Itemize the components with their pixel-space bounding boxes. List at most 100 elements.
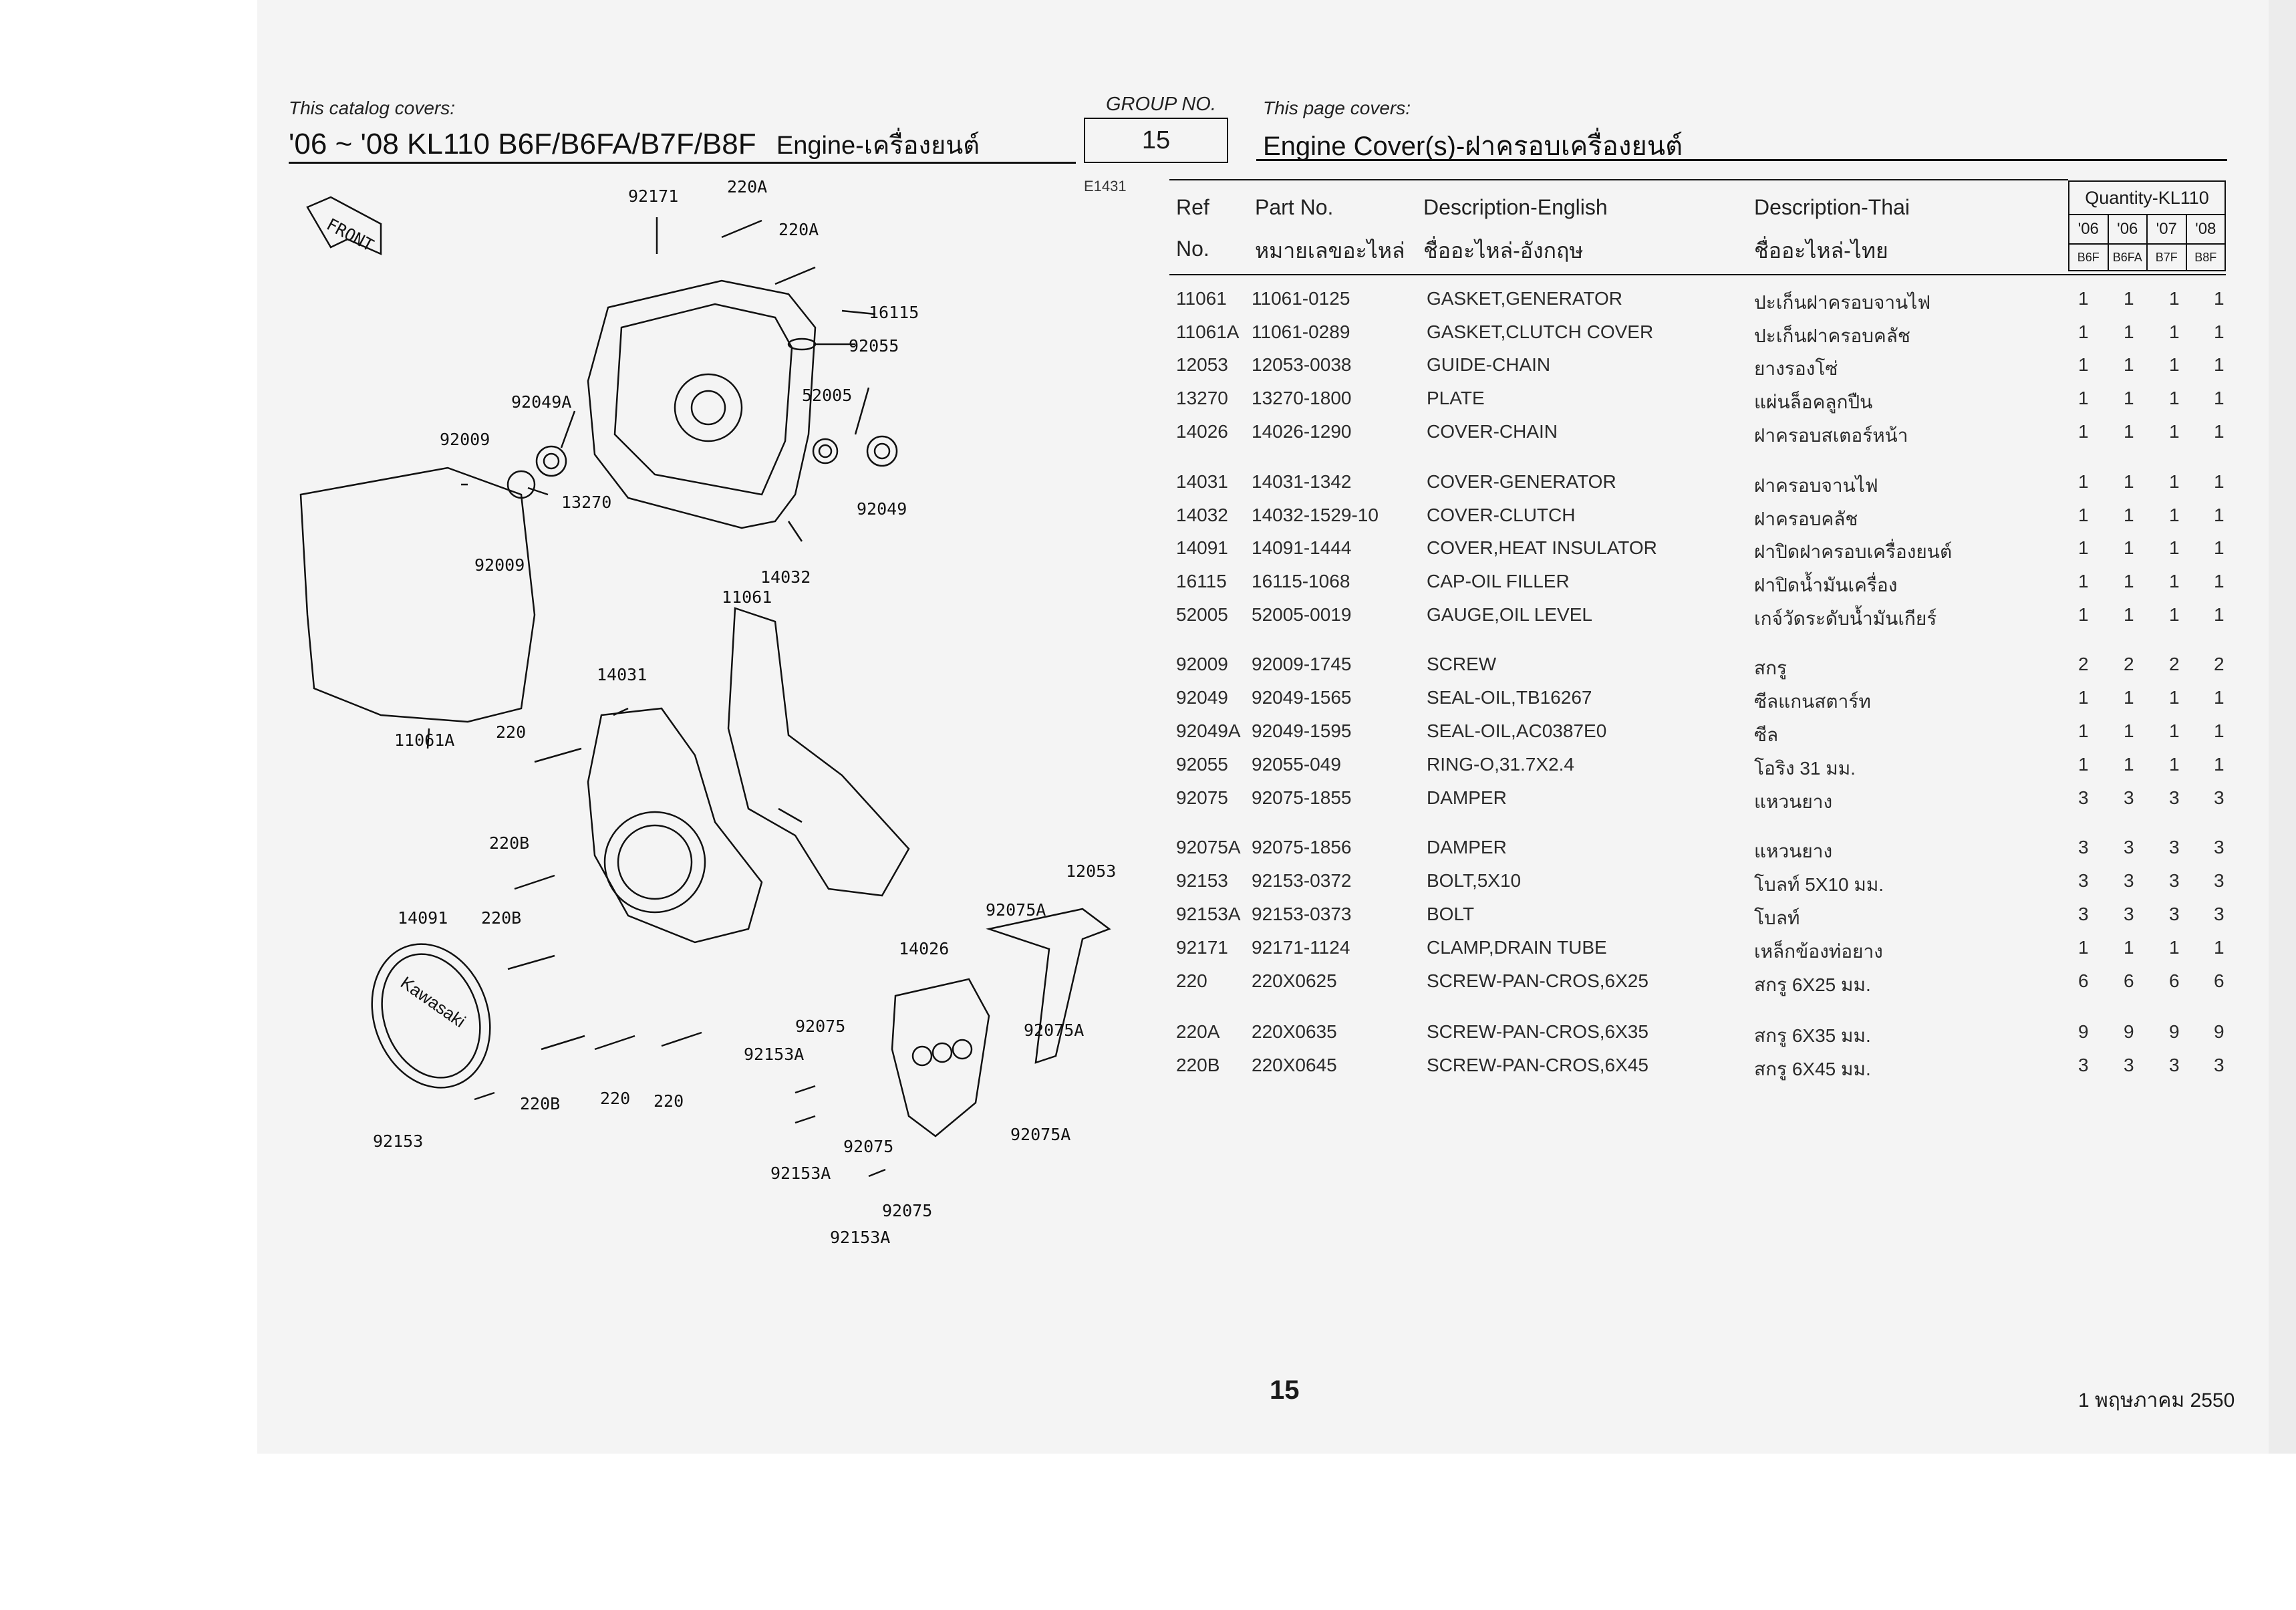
- year-cell: '07: [2148, 215, 2187, 243]
- quantity-cell: 1: [2078, 321, 2089, 342]
- part-number-cell: 14026-1290: [1252, 421, 1352, 442]
- part-number-cell: 92009-1745: [1252, 654, 1352, 674]
- thai-description-cell: สกรู 6X45 มม.: [1754, 1059, 1871, 1079]
- part-number-cell: 14091-1444: [1252, 537, 1352, 558]
- thai-description-cell: แหวนยาง: [1754, 791, 1833, 812]
- page-covers-label: This page covers:: [1263, 98, 1411, 118]
- quantity-cell: 3: [2169, 904, 2180, 924]
- quantity-cell: 9: [2169, 1021, 2180, 1042]
- exploded-parts-diagram: FRONT Kawasaki 92171 220A 220A 16115 920…: [299, 180, 1116, 1247]
- callout-220B: 220B: [520, 1094, 560, 1113]
- quantity-cell: 1: [2078, 471, 2089, 492]
- ref-cell: 92049A: [1176, 720, 1241, 741]
- clutch-cover-part: [587, 279, 817, 529]
- chain-cover-part: [891, 978, 990, 1137]
- part-number-cell: 92055-049: [1252, 754, 1341, 775]
- quantity-cell: 1: [2214, 288, 2225, 309]
- quantity-cell: 1: [2078, 354, 2089, 375]
- ref-cell: 220B: [1176, 1055, 1220, 1075]
- quantity-cell: 1: [2214, 937, 2225, 958]
- english-description-cell: SCREW-PAN-CROS,6X25: [1427, 970, 1648, 991]
- quantity-cell: 1: [2169, 604, 2180, 625]
- thai-description-cell: เหล็กข้องท่อยาง: [1754, 941, 1883, 962]
- part-number-cell: 12053-0038: [1252, 354, 1352, 375]
- quantity-cell: 1: [2124, 288, 2134, 309]
- quantity-cell: 3: [2124, 904, 2134, 924]
- thai-description-cell: ฝาปิดน้ำมันเครื่อง: [1754, 575, 1898, 595]
- quantity-cell: 3: [2124, 787, 2134, 808]
- callout-92153A: 92153A: [744, 1045, 804, 1064]
- quantity-cell: 6: [2124, 970, 2134, 991]
- callout-220: 220: [654, 1091, 684, 1111]
- thai-description-cell: สกรู 6X35 มม.: [1754, 1025, 1871, 1046]
- quantity-cell: 1: [2078, 537, 2089, 558]
- callout-92075A: 92075A: [1024, 1021, 1084, 1040]
- ref-cell: 13270: [1176, 388, 1228, 408]
- quantity-cell: 1: [2124, 321, 2134, 342]
- quantity-years: '06 '06 '07 '08: [2069, 215, 2225, 245]
- english-header-2: ชื่ออะไหล่-อังกฤษ: [1423, 239, 1584, 263]
- english-description-cell: RING-O,31.7X2.4: [1427, 754, 1574, 775]
- thai-description-cell: โอริง 31 มม.: [1754, 758, 1856, 779]
- part-number-cell: 92153-0372: [1252, 870, 1352, 891]
- callout-92055: 92055: [849, 336, 899, 356]
- english-description-cell: SCREW-PAN-CROS,6X45: [1427, 1055, 1648, 1075]
- thai-description-cell: ฝาปิดฝาครอบเครื่องยนต์: [1754, 541, 1953, 562]
- quantity-cell: 1: [2169, 537, 2180, 558]
- quantity-cell: 2: [2214, 654, 2225, 674]
- quantity-cell: 1: [2124, 471, 2134, 492]
- quantity-cell: 1: [2078, 571, 2089, 591]
- thai-description-cell: ซีล: [1754, 724, 1779, 745]
- ref-cell: 14026: [1176, 421, 1228, 442]
- quantity-cell: 1: [2169, 720, 2180, 741]
- quantity-cell: 1: [2214, 720, 2225, 741]
- english-description-cell: PLATE: [1427, 388, 1485, 408]
- quantity-cell: 1: [2214, 687, 2225, 708]
- callout-12053: 12053: [1066, 861, 1116, 881]
- chain-guide-part: [986, 908, 1111, 1064]
- callout-92075: 92075: [795, 1017, 845, 1036]
- ref-cell: 92153: [1176, 870, 1228, 891]
- front-arrow-icon: [306, 196, 382, 255]
- part-number-cell: 11061-0125: [1252, 288, 1350, 309]
- quantity-cell: 1: [2214, 388, 2225, 408]
- english-description-cell: BOLT,5X10: [1427, 870, 1522, 891]
- quantity-cell: 1: [2214, 505, 2225, 525]
- english-description-cell: SEAL-OIL,TB16267: [1427, 687, 1592, 708]
- quantity-cell: 1: [2078, 720, 2089, 741]
- quantity-models: B6F B6FA B7F B8F: [2069, 245, 2225, 271]
- callout-220B: 220B: [481, 908, 521, 928]
- callout-14032: 14032: [760, 567, 811, 587]
- english-description-cell: SCREW: [1427, 654, 1497, 674]
- part-number-cell: 92075-1856: [1252, 837, 1352, 857]
- english-description-cell: GUIDE-CHAIN: [1427, 354, 1551, 375]
- quantity-cell: 3: [2078, 870, 2089, 891]
- catalog-title: '06 ~ '08 KL110 B6F/B6FA/B7F/B8F Engine-…: [289, 124, 980, 165]
- english-description-cell: DAMPER: [1427, 787, 1507, 808]
- ref-cell: 52005: [1176, 604, 1228, 625]
- generator-gasket-part: [727, 607, 910, 897]
- callout-92075: 92075: [843, 1137, 893, 1156]
- ref-cell: 92153A: [1176, 904, 1241, 924]
- part-number-cell: 92153-0373: [1252, 904, 1352, 924]
- callout-11061: 11061: [722, 587, 772, 607]
- quantity-cell: 1: [2124, 537, 2134, 558]
- header-rule-left: [289, 162, 1076, 164]
- english-description-cell: GASKET,CLUTCH COVER: [1427, 321, 1654, 342]
- callout-16115: 16115: [869, 303, 919, 322]
- part-number-cell: 92075-1855: [1252, 787, 1352, 808]
- quantity-cell: 1: [2124, 604, 2134, 625]
- part-number-cell: 92049-1565: [1252, 687, 1352, 708]
- english-header-1: Description-English: [1423, 195, 1608, 219]
- quantity-cell: 1: [2124, 687, 2134, 708]
- callout-92049: 92049: [857, 499, 907, 519]
- quantity-cell: 1: [2078, 754, 2089, 775]
- quantity-cell: 1: [2169, 354, 2180, 375]
- quantity-cell: 1: [2124, 571, 2134, 591]
- english-description-cell: COVER-GENERATOR: [1427, 471, 1616, 492]
- quantity-cell: 1: [2169, 505, 2180, 525]
- thai-description-cell: ฝาครอบสเตอร์หน้า: [1754, 425, 1908, 446]
- quantity-header-box: Quantity-KL110 '06 '06 '07 '08 B6F B6FA …: [2068, 180, 2226, 271]
- ref-cell: 92049: [1176, 687, 1228, 708]
